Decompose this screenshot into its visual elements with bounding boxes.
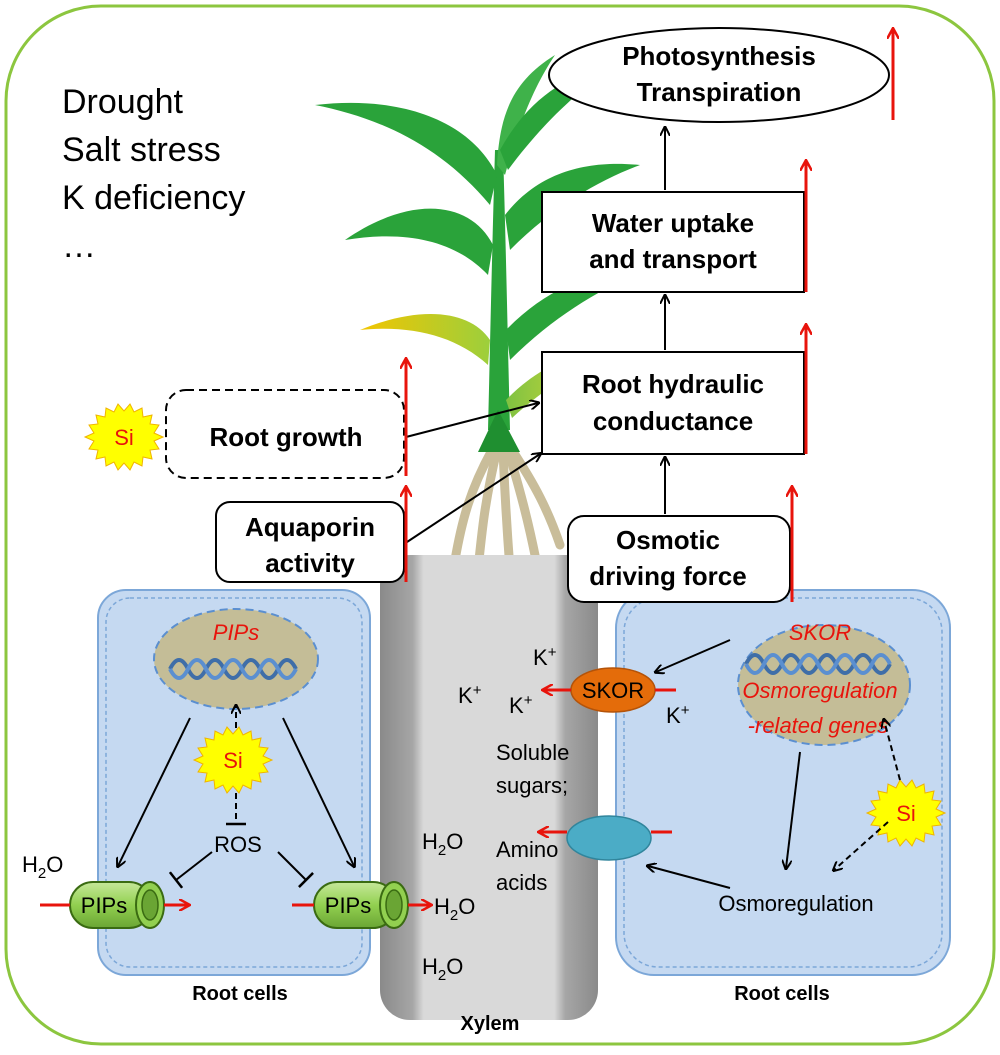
box-osmotic: Osmotic driving force bbox=[567, 515, 791, 603]
box-photosynthesis: Photosynthesis Transpiration bbox=[548, 27, 890, 123]
pips-channel-1: PIPs bbox=[69, 881, 165, 929]
right-cell-signaling bbox=[648, 639, 901, 889]
dna-icon-left bbox=[168, 658, 298, 680]
arrow-growth-to-hydraulic bbox=[405, 403, 538, 438]
osmoregulation-label: Osmoregulation bbox=[718, 891, 873, 916]
solute-soluble: Soluble bbox=[496, 740, 569, 765]
pips-channel-1-label: PIPs bbox=[81, 893, 127, 918]
box-aquaporin: Aquaporin activity bbox=[215, 501, 405, 583]
box-root-hydraulic: Root hydraulic conductance bbox=[541, 351, 805, 455]
left-cell-signaling bbox=[118, 706, 354, 889]
solute-acids: acids bbox=[496, 870, 547, 895]
right-nucleus: SKOR Osmoregulation -related genes bbox=[737, 620, 911, 746]
pips-channel-2: PIPs bbox=[313, 881, 409, 929]
stress-list: Drought Salt stress K deficiency … bbox=[62, 83, 245, 265]
si-label-left-cell: Si bbox=[223, 748, 243, 773]
ros-label: ROS bbox=[214, 832, 262, 857]
box-water-uptake: Water uptake and transport bbox=[541, 191, 805, 293]
k-ion-2: K+ bbox=[458, 682, 482, 708]
solute-sugars: sugars; bbox=[496, 773, 568, 798]
k-ion-right-cell: K+ bbox=[666, 702, 690, 728]
right-cell-caption: Root cells bbox=[734, 983, 830, 1005]
flow-arrows bbox=[403, 128, 665, 545]
box-water-uptake-line2: and transport bbox=[589, 244, 757, 274]
left-nucleus: PIPs bbox=[153, 608, 319, 710]
skor-channel: SKOR bbox=[570, 667, 656, 713]
xylem-column bbox=[380, 555, 598, 1020]
stress-drought: Drought bbox=[62, 83, 184, 121]
si-sun-top: Si bbox=[83, 403, 165, 471]
pips-channel-2-label: PIPs bbox=[325, 893, 371, 918]
box-root-growth: Root growth bbox=[165, 389, 405, 479]
plant-illustration bbox=[315, 55, 640, 452]
solute-amino: Amino bbox=[496, 837, 558, 862]
box-osmotic-line1: Osmotic bbox=[616, 525, 720, 555]
skor-channel-label: SKOR bbox=[582, 678, 644, 703]
box-aquaporin-line2: activity bbox=[265, 548, 355, 578]
box-photosynthesis-line2: Transpiration bbox=[637, 77, 802, 107]
left-cell-caption: Root cells bbox=[192, 983, 288, 1005]
box-root-growth-label: Root growth bbox=[209, 422, 362, 452]
si-sun-right-cell: Si bbox=[865, 779, 947, 847]
box-photosynthesis-line1: Photosynthesis bbox=[622, 41, 816, 71]
box-water-uptake-line1: Water uptake bbox=[592, 208, 754, 238]
increase-arrows bbox=[406, 30, 893, 602]
k-ion-3: K+ bbox=[509, 692, 533, 718]
solute-transporter bbox=[566, 815, 652, 861]
k-ion-1: K+ bbox=[533, 644, 557, 670]
si-sun-left-cell: Si bbox=[192, 726, 274, 794]
si-label-top: Si bbox=[114, 425, 134, 450]
si-label-right-cell: Si bbox=[896, 801, 916, 826]
stress-k-deficiency: K deficiency bbox=[62, 179, 245, 217]
right-nucleus-genes: -related genes bbox=[748, 713, 889, 738]
box-aquaporin-line1: Aquaporin bbox=[245, 512, 375, 542]
left-nucleus-label: PIPs bbox=[213, 620, 259, 645]
box-root-hydraulic-line1: Root hydraulic bbox=[582, 369, 764, 399]
box-osmotic-line2: driving force bbox=[589, 561, 746, 591]
right-nucleus-osmo: Osmoregulation bbox=[742, 678, 897, 703]
arrow-aquaporin-to-hydraulic bbox=[403, 454, 540, 545]
xylem-caption: Xylem bbox=[461, 1013, 520, 1035]
right-nucleus-skor: SKOR bbox=[789, 620, 851, 645]
stress-ellipsis: … bbox=[62, 227, 96, 265]
xylem-ions: K+ K+ K+ Soluble sugars; Amino acids bbox=[458, 644, 569, 895]
box-root-hydraulic-line2: conductance bbox=[593, 406, 753, 436]
stress-salt: Salt stress bbox=[62, 131, 221, 169]
